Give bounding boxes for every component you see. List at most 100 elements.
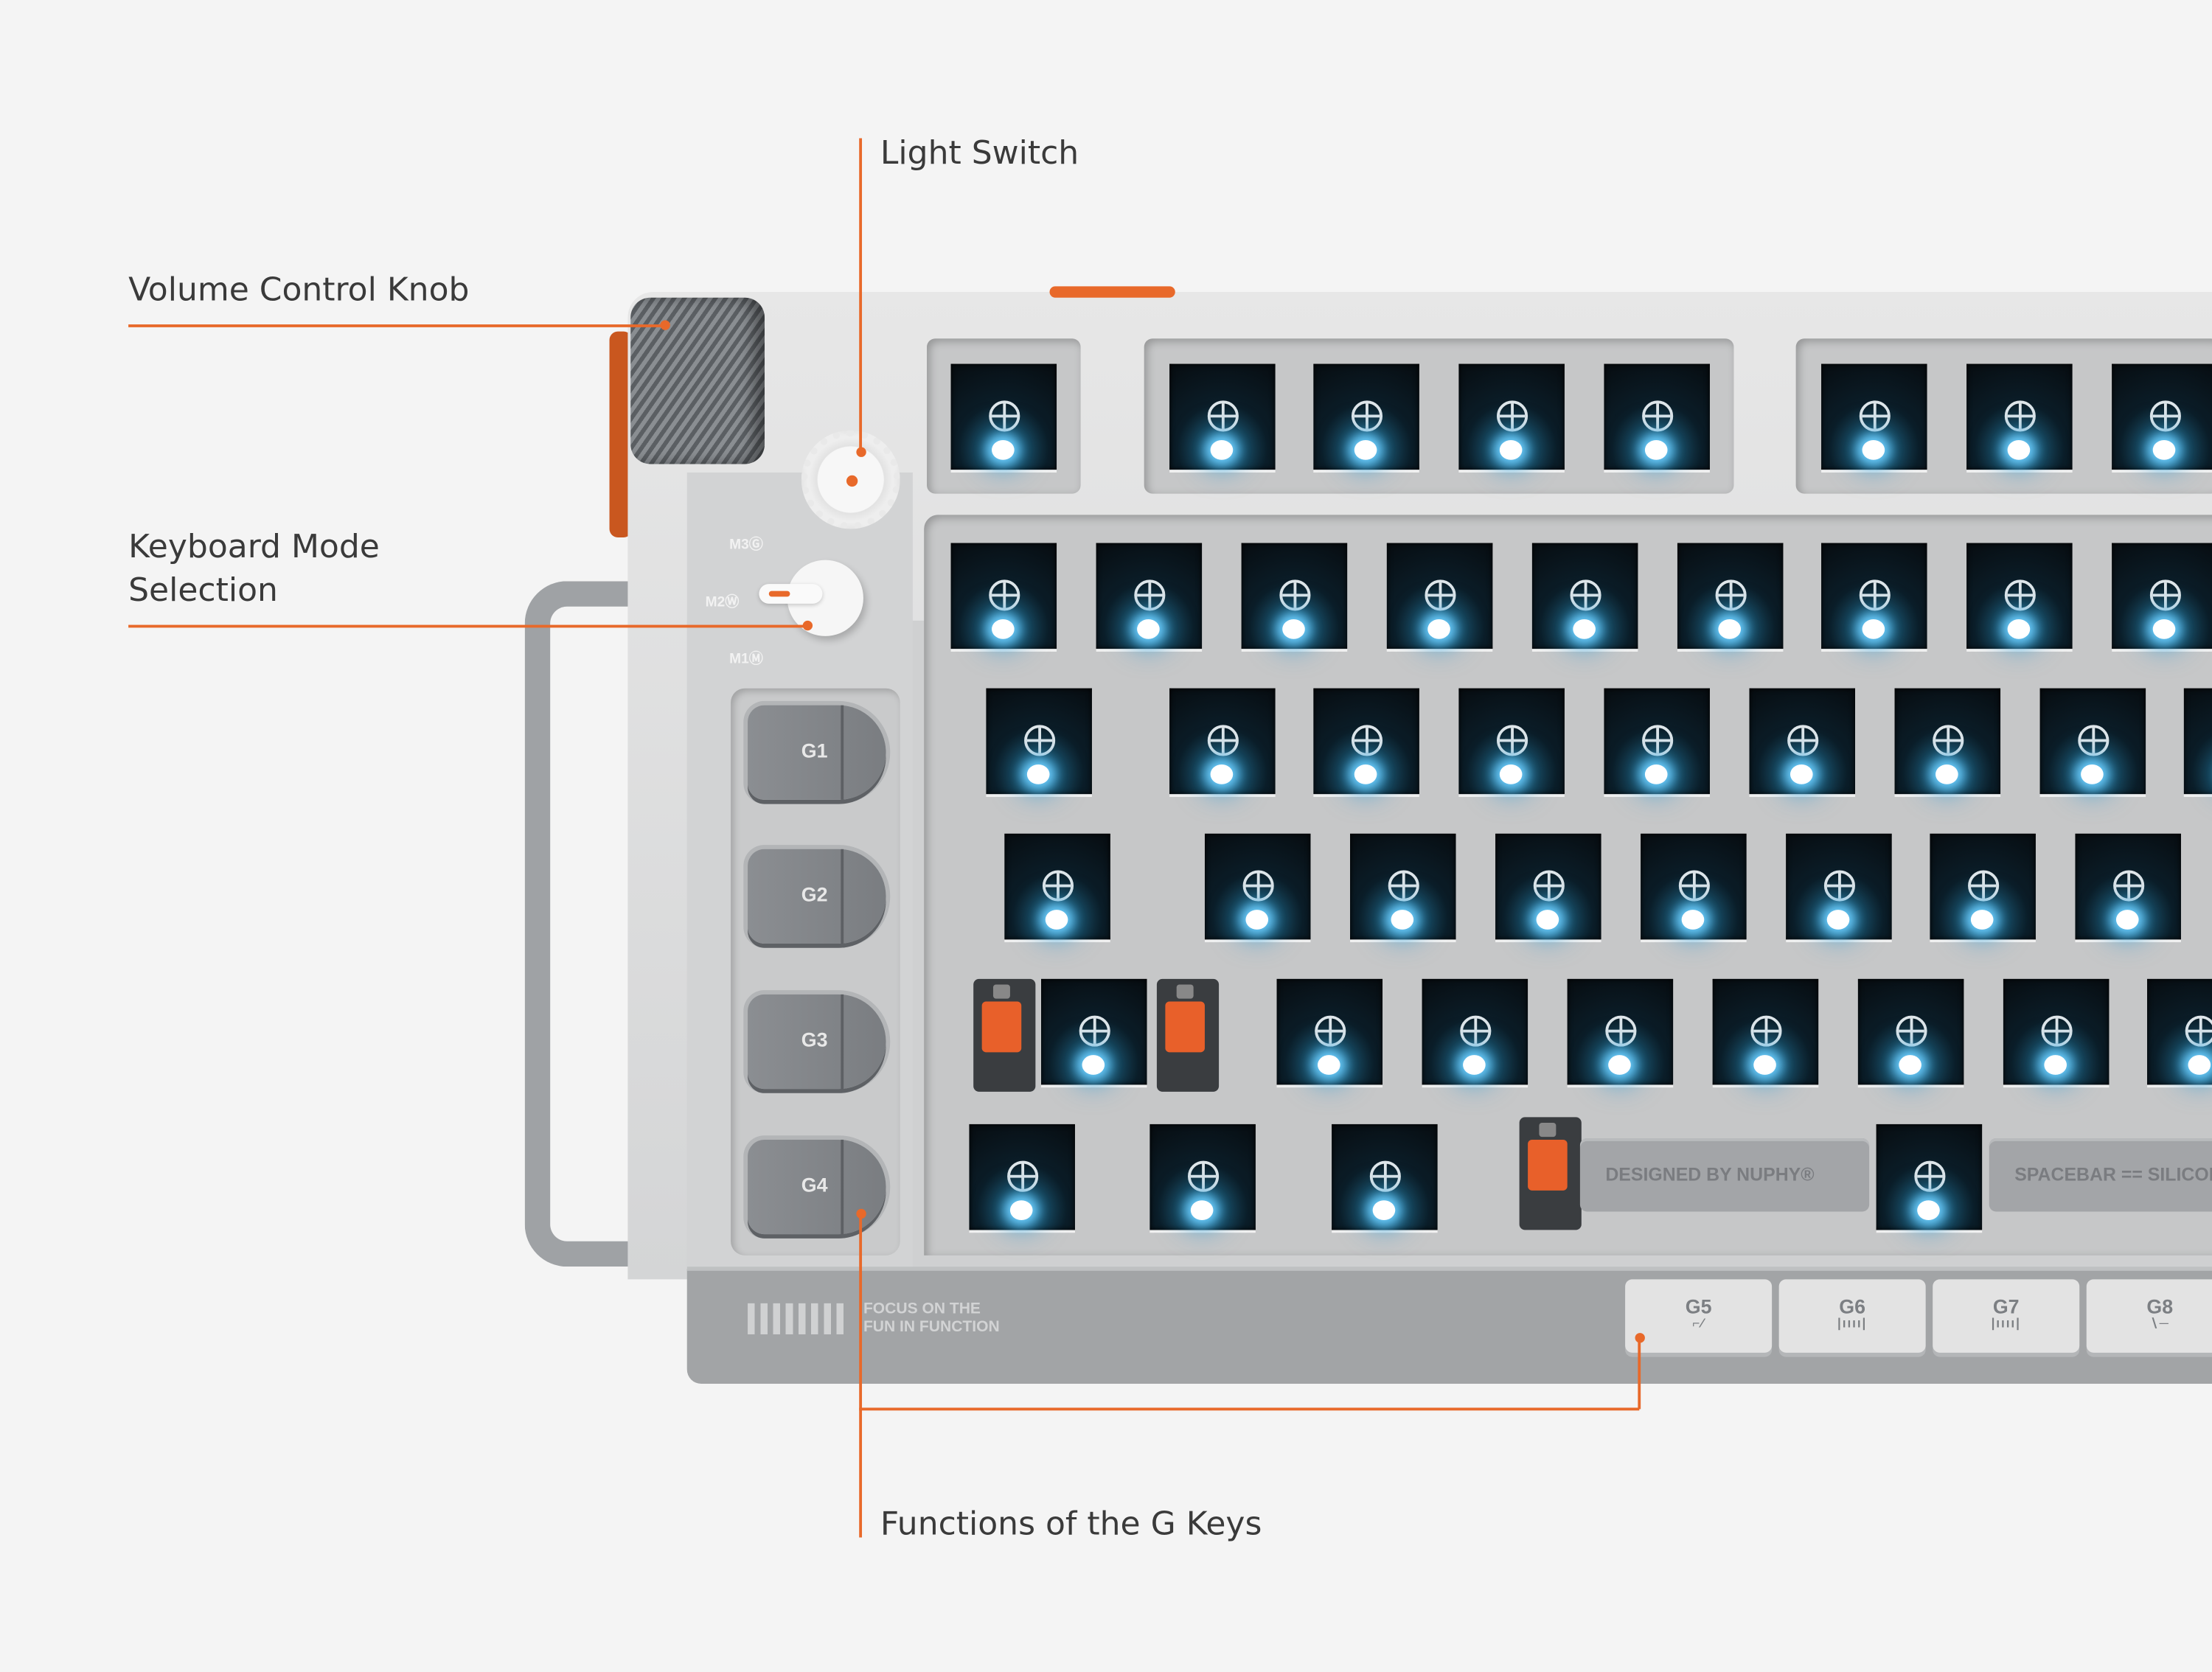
led-light xyxy=(1391,910,1414,930)
light-switch-gear[interactable] xyxy=(801,430,900,529)
crosshair-icon xyxy=(1642,725,1674,756)
key-switch-socket[interactable] xyxy=(2039,688,2146,795)
led-light xyxy=(1137,619,1160,639)
g3-key[interactable]: G3 xyxy=(748,994,886,1090)
key-switch-socket[interactable] xyxy=(1749,688,1855,795)
key-switch-socket[interactable] xyxy=(1313,363,1419,470)
key-switch-socket[interactable] xyxy=(986,688,1092,795)
key-switch-socket[interactable] xyxy=(1458,363,1565,470)
light-switch-dot xyxy=(855,446,866,456)
led-light xyxy=(2007,619,2031,639)
key-switch-socket[interactable] xyxy=(1821,543,1927,649)
mode-selector-switch[interactable] xyxy=(759,560,863,636)
g-keys-leader-horizontal xyxy=(859,1407,1640,1410)
g7-key[interactable]: G7|ıııı| xyxy=(1933,1279,2080,1353)
volume-knob-dot xyxy=(659,319,669,330)
key-switch-socket[interactable] xyxy=(2147,978,2212,1085)
key-switch-socket[interactable] xyxy=(1041,978,1147,1085)
led-light xyxy=(1210,764,1234,784)
tagline-line-1: FOCUS ON THE xyxy=(863,1300,981,1318)
key-switch-socket[interactable] xyxy=(1531,543,1638,649)
nuphy-logo-bars xyxy=(748,1303,849,1334)
top-orange-nub xyxy=(1049,286,1175,298)
key-switch-socket[interactable] xyxy=(1641,833,1747,940)
crosshair-icon xyxy=(1187,1160,1220,1192)
crosshair-icon xyxy=(2149,579,2181,611)
spacebar-right[interactable]: SPACEBAR == SILICONE xyxy=(1989,1138,2212,1212)
led-light xyxy=(992,439,1015,460)
led-light xyxy=(1970,910,1994,930)
led-light xyxy=(1718,619,1742,639)
key-switch-socket[interactable] xyxy=(1332,1124,1438,1230)
light-switch-label: Light Switch xyxy=(880,135,1079,173)
key-switch-socket[interactable] xyxy=(1894,688,2001,795)
key-switch-socket[interactable] xyxy=(1350,833,1456,940)
key-switch-socket[interactable] xyxy=(2112,543,2212,649)
key-switch-socket[interactable] xyxy=(1930,833,2036,940)
led-light xyxy=(1009,1200,1033,1221)
key-switch-socket[interactable] xyxy=(1422,978,1528,1085)
crosshair-icon xyxy=(1007,1160,1039,1192)
spacebar-left[interactable]: DESIGNED BY NUPHY® xyxy=(1579,1138,1870,1212)
crosshair-icon xyxy=(1859,579,1891,611)
key-switch-socket[interactable] xyxy=(2183,688,2212,795)
key-switch-socket[interactable] xyxy=(1966,543,2073,649)
key-switch-socket[interactable] xyxy=(1495,833,1601,940)
key-switch-socket[interactable] xyxy=(1876,1124,1983,1230)
mode-label-m1: M1Ⓜ xyxy=(729,651,763,667)
g-keys-leader-vertical xyxy=(859,1213,862,1538)
key-switch-socket[interactable] xyxy=(1821,363,1927,470)
g2-key[interactable]: G2 xyxy=(748,849,886,944)
key-switch-socket[interactable] xyxy=(969,1124,1075,1230)
key-switch-socket[interactable] xyxy=(1604,363,1710,470)
key-switch-socket[interactable] xyxy=(2112,363,2212,470)
key-switch-socket[interactable] xyxy=(1169,363,1276,470)
mode-label-m3: M3Ⓖ xyxy=(729,537,763,554)
g4-key[interactable]: G4 xyxy=(748,1139,886,1235)
key-switch-socket[interactable] xyxy=(1096,543,1203,649)
key-switch-socket[interactable] xyxy=(1604,688,1710,795)
crosshair-icon xyxy=(1914,1160,1946,1192)
led-light xyxy=(1935,764,1958,784)
led-light xyxy=(2188,1055,2211,1075)
key-switch-socket[interactable] xyxy=(1004,833,1110,940)
key-switch-socket[interactable] xyxy=(1567,978,1674,1085)
crosshair-icon xyxy=(1042,870,1074,902)
key-switch-socket[interactable] xyxy=(1386,543,1493,649)
key-switch-socket[interactable] xyxy=(1204,833,1311,940)
key-switch-socket[interactable] xyxy=(1241,543,1348,649)
volume-knob[interactable] xyxy=(630,297,765,464)
g6-key[interactable]: G6|ıııı| xyxy=(1778,1279,1926,1353)
g5-key[interactable]: G5⌐⁄ xyxy=(1625,1279,1773,1353)
led-light xyxy=(1210,439,1234,460)
g1-key[interactable]: G1 xyxy=(748,705,886,800)
led-light xyxy=(1354,439,1377,460)
mode-selection-dot xyxy=(801,619,813,630)
key-switch-socket[interactable] xyxy=(1857,978,1964,1085)
key-switch-socket[interactable] xyxy=(1677,543,1784,649)
key-switch-socket[interactable] xyxy=(2075,833,2181,940)
key-switch-socket[interactable] xyxy=(1966,363,2073,470)
key-switch-socket[interactable] xyxy=(950,363,1057,470)
key-switch-socket[interactable] xyxy=(1169,688,1276,795)
led-light xyxy=(1862,619,1885,639)
crosshair-icon xyxy=(1715,579,1747,611)
crosshair-icon xyxy=(1315,1015,1346,1047)
g8-key[interactable]: G8∖─ xyxy=(2086,1279,2212,1353)
crosshair-icon xyxy=(1242,870,1274,902)
led-light xyxy=(1573,619,1596,639)
crosshair-icon xyxy=(1823,870,1855,902)
mode-selection-label: Keyboard Mode Selection xyxy=(128,526,380,614)
key-switch-socket[interactable] xyxy=(1458,688,1565,795)
key-switch-socket[interactable] xyxy=(950,543,1057,649)
led-light xyxy=(2115,910,2139,930)
key-switch-socket[interactable] xyxy=(1712,978,1819,1085)
key-switch-socket[interactable] xyxy=(2003,978,2110,1085)
key-switch-socket[interactable] xyxy=(1786,833,1892,940)
crosshair-icon xyxy=(1460,1015,1492,1047)
key-switch-socket[interactable] xyxy=(1313,688,1419,795)
led-light xyxy=(1899,1055,1921,1075)
key-switch-socket[interactable] xyxy=(1150,1124,1256,1230)
key-switch-socket[interactable] xyxy=(1276,978,1383,1085)
